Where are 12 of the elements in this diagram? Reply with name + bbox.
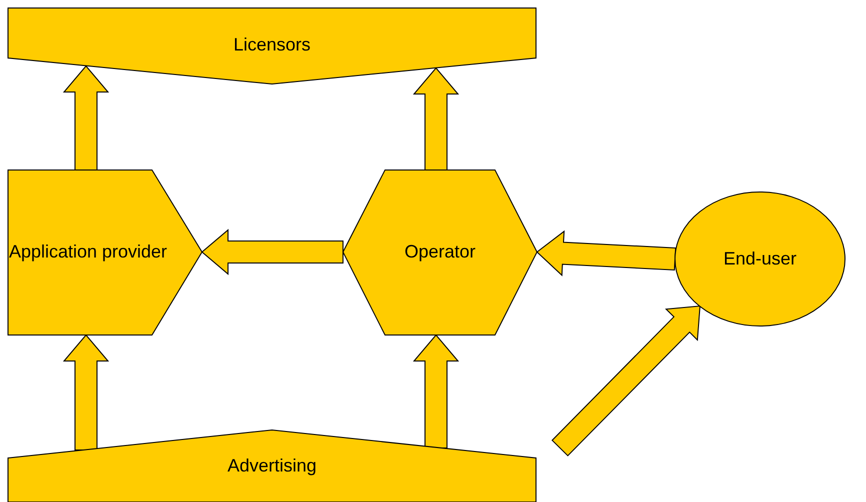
- block-arrow: [62, 334, 110, 450]
- node-label: End-user: [722, 248, 798, 270]
- node-label: Operator: [403, 242, 477, 262]
- block-arrow: [552, 305, 701, 456]
- block-arrow: [62, 65, 110, 170]
- block-arrow: [412, 67, 460, 170]
- block-arrow: [412, 334, 460, 448]
- node-label: Licensors: [232, 34, 312, 56]
- node-label: Application provider: [8, 242, 168, 262]
- block-arrow: [536, 230, 676, 276]
- block-arrow: [201, 228, 344, 276]
- node-label: Advertising: [226, 456, 318, 476]
